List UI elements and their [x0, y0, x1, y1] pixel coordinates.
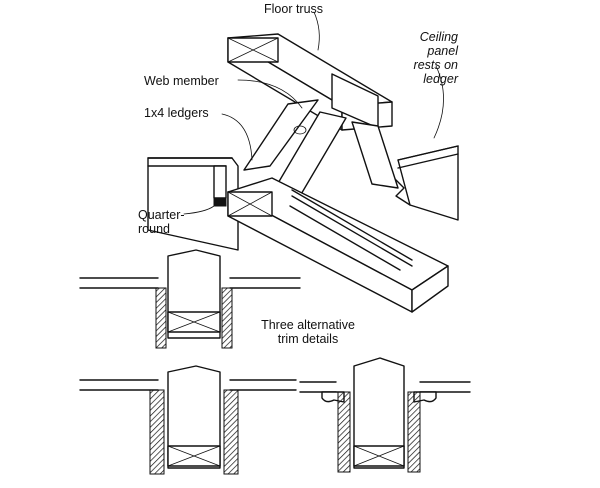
label-ledgers: 1x4 ledgers	[144, 106, 209, 120]
label-ceiling-panel-line-1: Ceiling	[419, 30, 458, 44]
label-quarter-round-line-1: Quarter-	[138, 208, 185, 222]
trim-detail-1	[79, 249, 301, 349]
label-trim-details-line-1: Three alternative	[261, 318, 355, 332]
trim-detail-2	[79, 365, 297, 475]
label-trim-details-line-2: trim details	[277, 332, 339, 346]
truss-bottom-chord	[227, 177, 449, 313]
label-ceiling-panel-line-4: ledger	[423, 72, 458, 86]
trim-detail-3	[299, 357, 471, 473]
label-trim-details: Three alternative trim details	[252, 318, 364, 346]
label-ceiling-panel-line-2: panel	[427, 44, 458, 58]
leader-lines	[183, 11, 444, 215]
ledger-left	[213, 165, 227, 207]
label-quarter-round: Quarter- round	[138, 208, 185, 236]
label-floor-truss: Floor truss	[264, 2, 324, 16]
label-ceiling-panel: Ceiling panel rests on ledger	[392, 30, 458, 86]
web-members	[243, 99, 399, 197]
label-ceiling-panel-line-3: rests on	[413, 58, 458, 72]
label-web-member: Web member	[144, 74, 219, 88]
ceiling-panel-right	[391, 145, 459, 221]
label-quarter-round-line-2: round	[138, 222, 170, 236]
